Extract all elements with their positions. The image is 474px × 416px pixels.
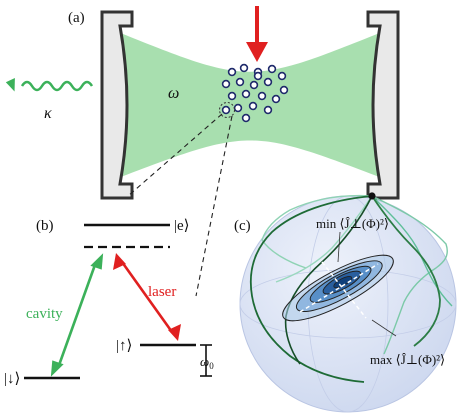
right-mirror <box>366 10 400 200</box>
cavity-mode-label: ω <box>168 85 179 102</box>
max-variance-axis <box>299 263 379 313</box>
min-variance-label: min ⟨Ĵ⊥(Φ)²⟩ <box>316 216 389 231</box>
panel-a-label: (a) <box>68 10 85 26</box>
loss-rate-label: κ <box>44 105 52 122</box>
laser-arrowhead-icon <box>246 42 268 62</box>
min-variance-axis <box>321 261 367 319</box>
trajectory-dark-1 <box>249 195 373 383</box>
panel-b-label: (b) <box>36 218 54 234</box>
atom-cloud <box>221 63 289 123</box>
panel-c-label: (c) <box>234 218 251 234</box>
splitting-label: ω0 <box>200 354 214 371</box>
cavity-transition-arrow <box>56 261 98 369</box>
up-state-label: |↑⟩ <box>116 338 132 354</box>
initial-state-point <box>368 192 376 200</box>
max-variance-label: max ⟨Ĵ⊥(Φ)²⟩ <box>370 352 445 367</box>
trajectory-light-4 <box>275 195 373 283</box>
excited-state-label: |e⟩ <box>174 218 190 234</box>
trajectory-dark-3 <box>284 195 373 365</box>
left-mirror <box>100 10 134 200</box>
selected-atom-highlight <box>219 102 235 118</box>
cavity-arrowhead-top-icon <box>90 253 104 270</box>
min-leader-line <box>337 231 341 263</box>
trajectory-dark-2 <box>371 195 441 347</box>
zoom-line-right <box>195 115 233 297</box>
down-state-label: |↓⟩ <box>4 371 20 387</box>
cavity-label: cavity <box>26 306 63 322</box>
photon-arrowhead-icon <box>5 78 15 92</box>
cavity-arrowhead-bottom-icon <box>50 360 64 377</box>
panel-a: (a) ω κ <box>5 6 400 297</box>
emitted-photon-wave-icon <box>20 80 94 92</box>
laser-transition-arrow <box>120 261 174 333</box>
trajectory-light-1 <box>371 195 448 355</box>
panel-c: (c) min ⟨Ĵ⊥(Φ)²⟩ max ⟨Ĵ⊥ <box>234 192 457 413</box>
panel-b: (b) |e⟩ |↑⟩ |↓⟩ cavity laser ω0 <box>4 218 214 387</box>
trajectory-light-2 <box>261 194 373 269</box>
laser-arrowhead-top-icon <box>113 253 126 270</box>
max-leader-line <box>371 319 397 337</box>
laser-label: laser <box>148 284 176 300</box>
zoom-line-left <box>127 113 223 197</box>
laser-arrowhead-bottom-icon <box>168 324 181 341</box>
